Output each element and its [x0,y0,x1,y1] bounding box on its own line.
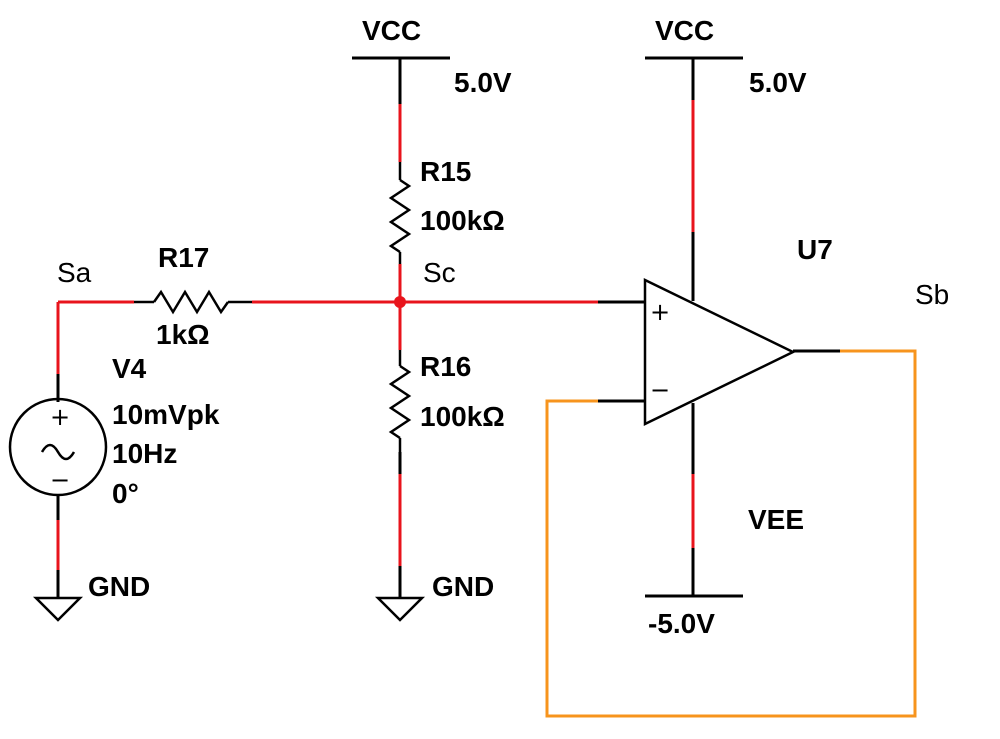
r17-ref: R17 [158,242,209,273]
r16-ref: R16 [420,351,471,382]
r16-zigzag [388,364,412,440]
ground-symbol-left [32,596,84,622]
r15-ref: R15 [420,156,471,187]
v4-amplitude: 10mVpk [112,399,220,430]
ground-symbol-mid [374,596,426,622]
voltage-source-v4[interactable]: + − V4 10mVpk 10Hz 0° [8,353,220,509]
net-label-sc: Sc [423,257,456,288]
ground-left: GND [32,571,150,622]
vcc-right-label: VCC [655,15,714,46]
r17-zigzag [152,289,230,315]
vee-label: VEE [748,504,804,535]
sine-wave-icon [40,443,76,461]
vcc-left-voltage: 5.0V [454,67,512,98]
ground-mid: GND [374,571,494,622]
opamp-plus-sign: + [650,298,670,326]
opamp-minus-sign: − [650,376,670,404]
resistor-r16[interactable]: R16 100kΩ [388,350,505,452]
r17-value: 1kΩ [156,319,210,350]
vcc-right-voltage: 5.0V [749,67,807,98]
v4-frequency: 10Hz [112,438,177,469]
gnd-mid-label: GND [432,571,494,602]
resistor-r15[interactable]: R15 100kΩ [388,156,505,264]
vcc-supply-right: VCC 5.0V [645,15,807,98]
opamp-u7[interactable]: + − U7 [643,234,833,426]
vcc-supply-left: VCC 5.0V [352,15,512,98]
vcc-left-label: VCC [362,15,421,46]
gnd-left-label: GND [88,571,150,602]
r15-zigzag [388,178,412,254]
v4-plus-sign: + [50,403,70,431]
v4-ref: V4 [112,353,147,384]
vee-voltage: -5.0V [648,608,715,639]
v4-minus-sign: − [50,466,70,494]
vee-supply: VEE -5.0V [645,504,804,639]
resistor-r17[interactable]: R17 1kΩ [134,242,252,350]
v4-phase: 0° [112,478,139,509]
r16-value: 100kΩ [420,401,505,432]
opamp-triangle [643,278,796,426]
feedback-wire[interactable] [545,349,917,718]
net-label-sb: Sb [915,279,949,310]
r15-value: 100kΩ [420,205,505,236]
net-label-sa: Sa [57,257,92,288]
u7-ref: U7 [797,234,833,265]
